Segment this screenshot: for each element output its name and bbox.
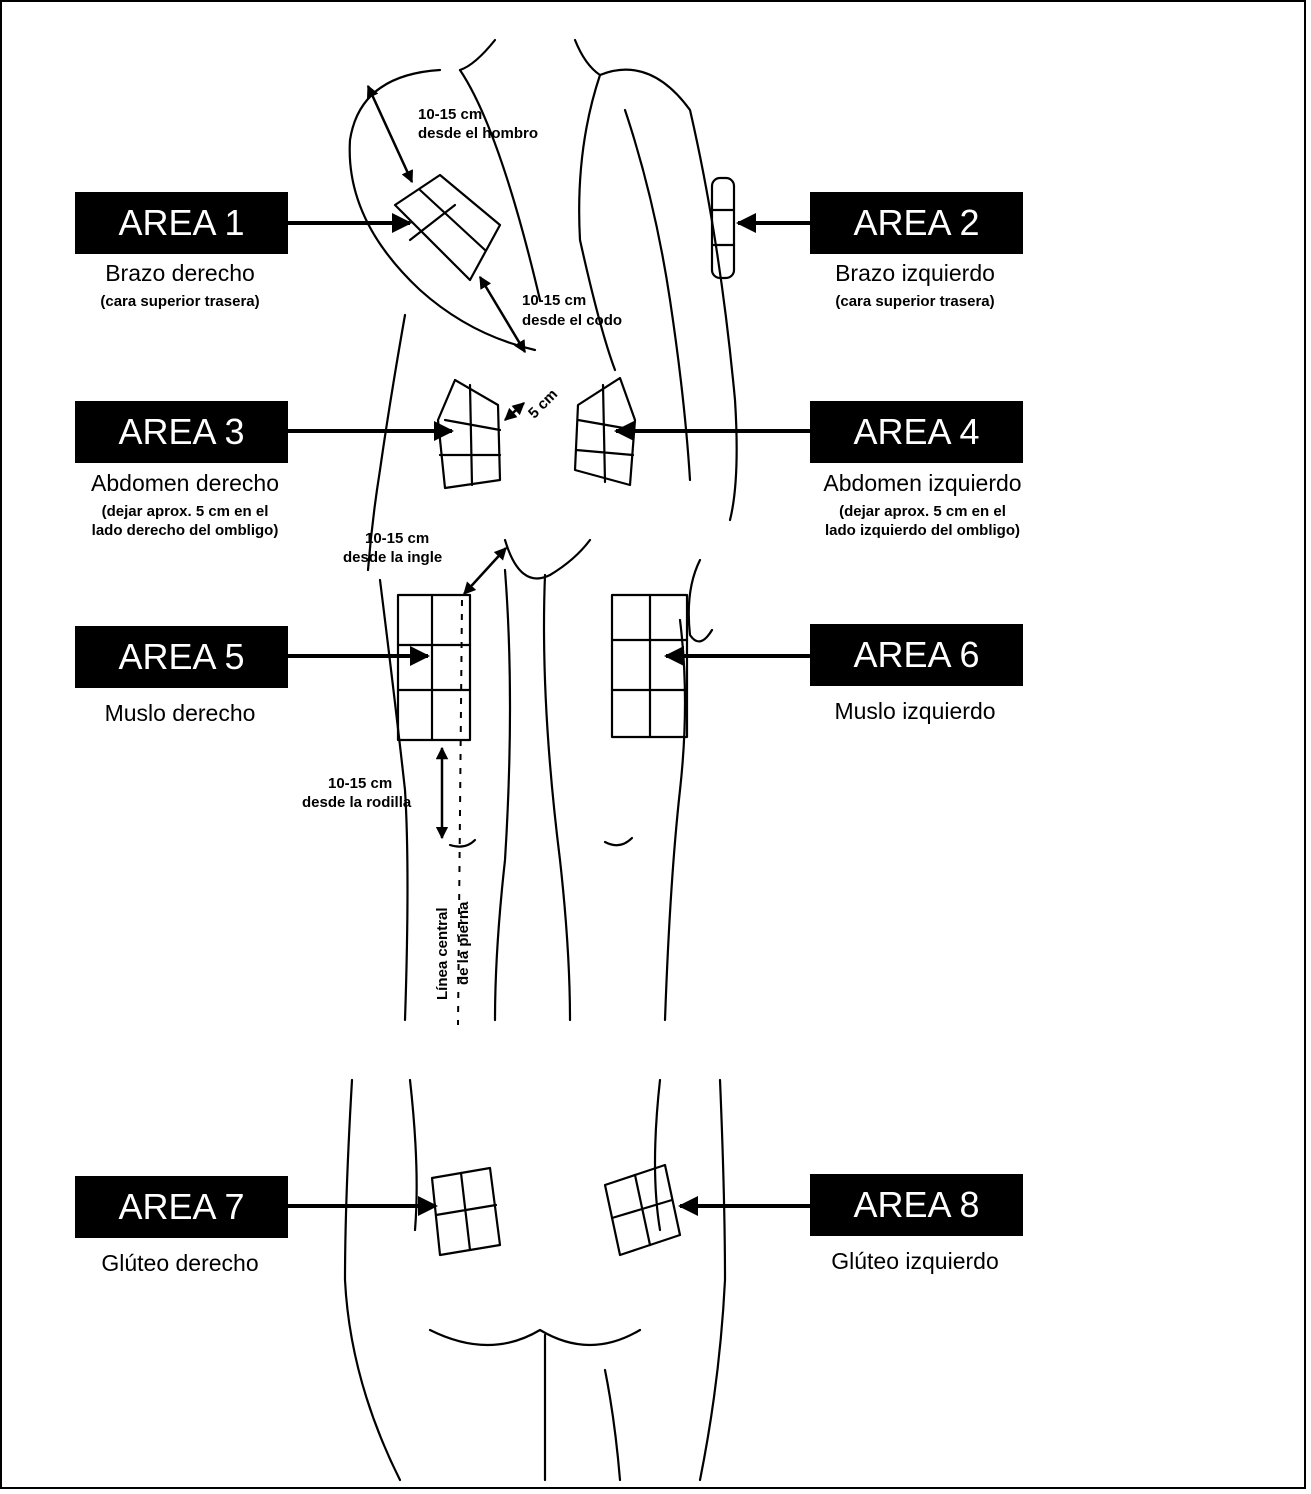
area-5-label: AREA 5 xyxy=(75,626,288,688)
buttocks-line xyxy=(430,1330,640,1345)
area-8-name: Glúteo izquierdo xyxy=(795,1248,1035,1275)
area-4-note-line-1: (dejar aprox. 5 cm en el xyxy=(790,503,1055,521)
area-7-label: AREA 7 xyxy=(75,1176,288,1238)
knee-distance-value: 10-15 cm xyxy=(328,775,392,793)
crotch-line xyxy=(505,540,590,578)
area-2-name: Brazo izquierdo xyxy=(795,260,1035,287)
area-5-name: Muslo derecho xyxy=(60,700,300,727)
back-leg-line xyxy=(605,1370,620,1480)
neck-left-line xyxy=(460,40,495,70)
area-7-name: Glúteo derecho xyxy=(60,1250,300,1277)
groin-distance-text: desde la ingle xyxy=(343,549,442,567)
back-left-outline xyxy=(345,1080,400,1480)
grid-area-1 xyxy=(395,175,500,280)
area-3-note-line-2: lado derecho del ombligo) xyxy=(55,522,315,540)
area-2-label: AREA 2 xyxy=(810,192,1023,254)
left-leg-inner xyxy=(544,575,570,1020)
area-8-label: AREA 8 xyxy=(810,1174,1023,1236)
shoulder-distance-arrow xyxy=(368,86,412,182)
area-6-name: Muslo izquierdo xyxy=(795,698,1035,725)
right-arm-inner xyxy=(460,70,540,300)
area-3-label: AREA 3 xyxy=(75,401,288,463)
leg-center-line-label-1: Línea central xyxy=(434,907,452,1000)
grid-area-7 xyxy=(432,1168,500,1255)
left-knee-mark xyxy=(605,838,632,845)
elbow-distance-text: desde el codo xyxy=(522,312,622,330)
area-1-label: AREA 1 xyxy=(75,192,288,254)
navel-distance-arrow xyxy=(505,403,524,420)
grid-area-8 xyxy=(605,1165,680,1255)
right-knee-mark xyxy=(450,840,475,847)
leg-center-line-label-2: de la pierna xyxy=(455,902,473,985)
area-4-label: AREA 4 xyxy=(810,401,1023,463)
neck-right-line xyxy=(575,40,600,75)
area-1-note: (cara superior trasera) xyxy=(60,293,300,311)
grid-area-2 xyxy=(712,178,734,278)
shoulder-distance-text: desde el hombro xyxy=(418,125,538,143)
back-right-inner xyxy=(655,1080,660,1230)
grid-area-6 xyxy=(612,595,687,737)
groin-distance-value: 10-15 cm xyxy=(365,530,429,548)
left-hand-outline xyxy=(689,560,712,641)
area-3-note-line-1: (dejar aprox. 5 cm en el xyxy=(55,503,315,521)
area-2-note: (cara superior trasera) xyxy=(795,293,1035,311)
area-1-name: Brazo derecho xyxy=(60,260,300,287)
grid-area-3 xyxy=(438,380,500,488)
knee-distance-text: desde la rodilla xyxy=(302,794,411,812)
right-leg-inner xyxy=(495,570,510,1020)
grid-area-5 xyxy=(398,595,470,740)
area-6-label: AREA 6 xyxy=(810,624,1023,686)
area-4-name: Abdomen izquierdo xyxy=(790,470,1055,497)
area-4-note-line-2: lado izquierdo del ombligo) xyxy=(790,522,1055,540)
left-leg-outer xyxy=(665,620,685,1020)
groin-distance-arrow xyxy=(464,548,506,594)
area-3-name: Abdomen derecho xyxy=(55,470,315,497)
elbow-distance-value: 10-15 cm xyxy=(522,292,586,310)
back-right-outline xyxy=(700,1080,725,1480)
shoulder-distance-value: 10-15 cm xyxy=(418,106,482,124)
